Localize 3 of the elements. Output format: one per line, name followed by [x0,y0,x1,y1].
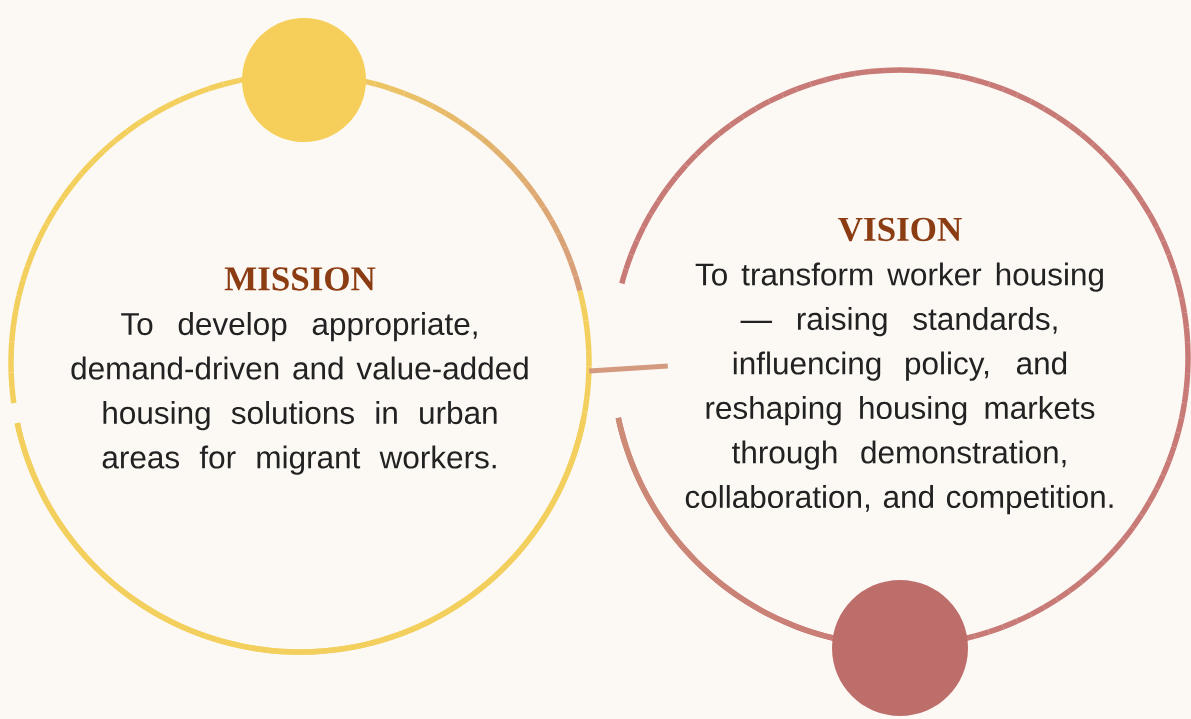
dot [832,580,968,716]
connector-line [589,363,668,374]
dot [242,18,366,142]
